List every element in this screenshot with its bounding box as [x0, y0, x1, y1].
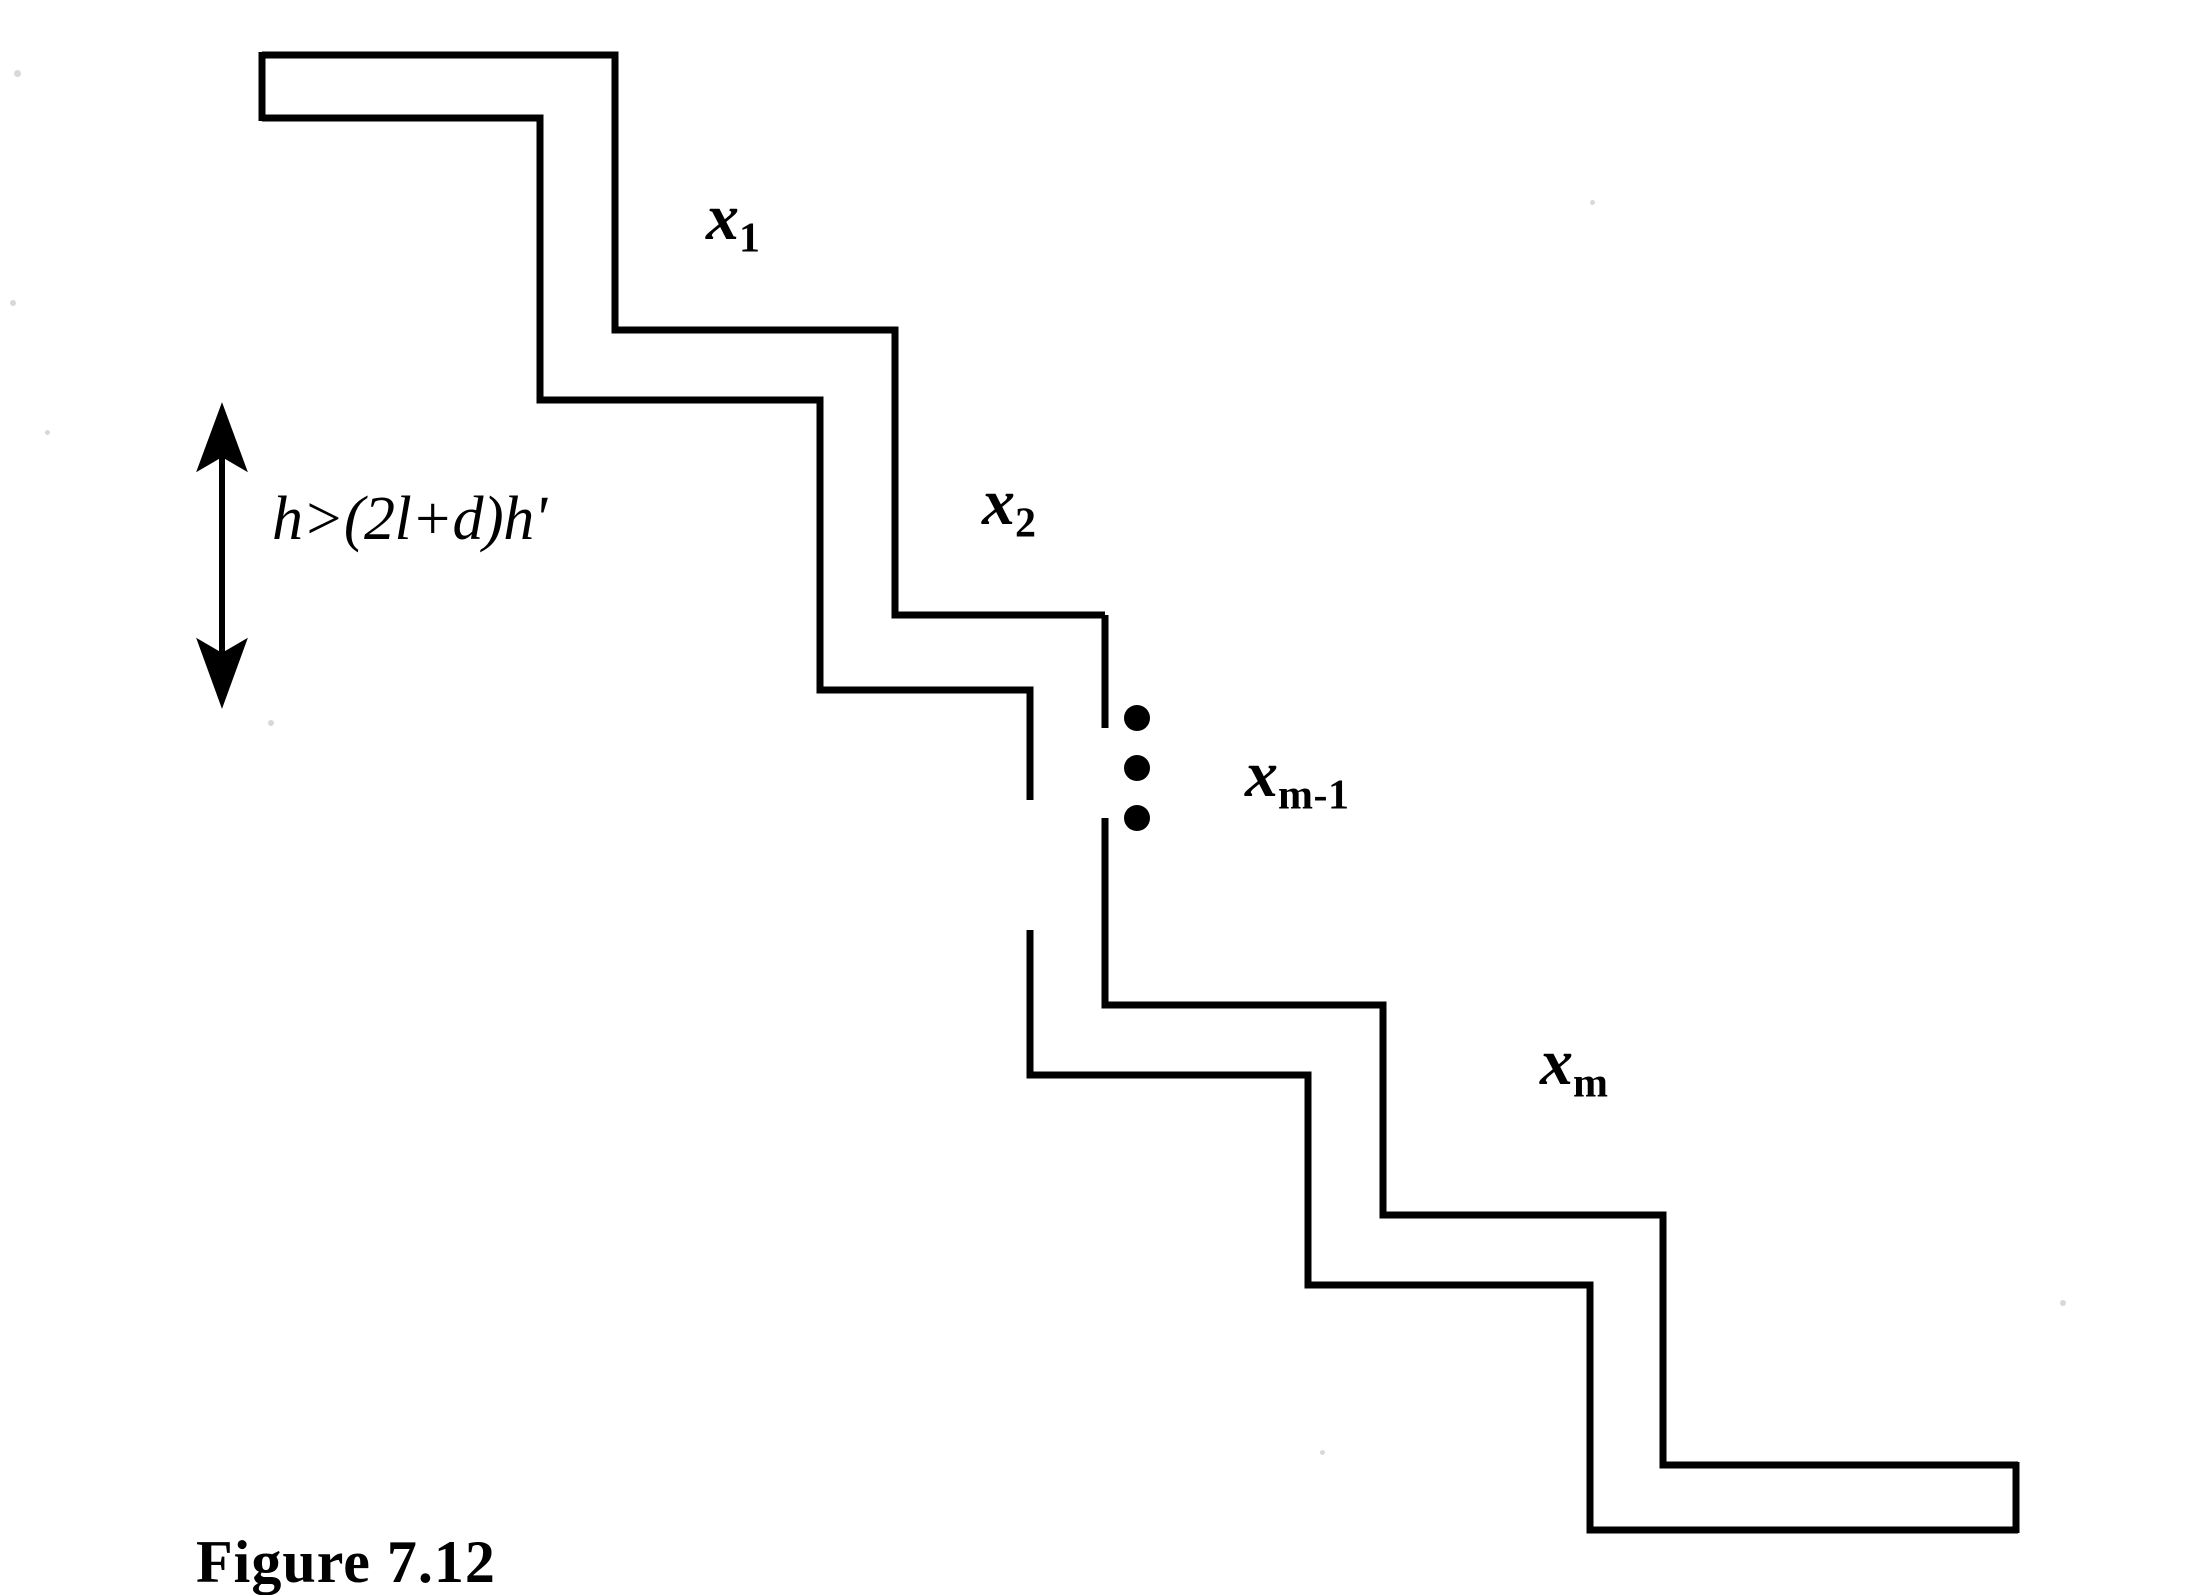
scan-speck [268, 720, 274, 726]
step-label-x-m-minus-1-variable: x [1245, 738, 1278, 811]
staircase-inner-boundary-lower [1026, 930, 2018, 1534]
ellipsis-dot-3 [1124, 805, 1150, 831]
scan-speck [2060, 1300, 2066, 1306]
ellipsis-dot-2 [1124, 755, 1150, 781]
figure-container: h>(2l+d)h' x1 x2 xm-1 xm Figure 7.12 [10, 51, 2066, 1592]
staircase-inner-boundary-upper [262, 114, 1034, 800]
staircase-outer-boundary-lower [1101, 818, 2018, 1469]
height-dimension-arrow [196, 402, 248, 709]
step-label-x1-subscript: 1 [739, 215, 761, 262]
scan-speck [1320, 1450, 1325, 1455]
height-arrow-head-down [196, 637, 248, 709]
step-label-x-m-variable: x [1540, 1026, 1573, 1099]
step-label-x-m: xm [1540, 1030, 1609, 1105]
step-label-x1-variable: x [706, 181, 739, 254]
scan-speck [10, 300, 16, 306]
staircase-diagram [196, 51, 2020, 1534]
scan-speck [45, 430, 50, 435]
step-label-x1: x1 [706, 185, 761, 260]
height-arrow-head-up [196, 402, 248, 473]
figure-caption: Figure 7.12 [196, 1529, 496, 1595]
ellipsis-dot-1 [1124, 705, 1150, 731]
staircase-outer-boundary [262, 51, 1105, 619]
step-label-x2-subscript: 2 [1015, 500, 1037, 547]
step-label-x-m-minus-1: xm-1 [1245, 742, 1349, 817]
scan-speck [14, 70, 21, 77]
height-inequality-label: h>(2l+d)h' [272, 485, 547, 553]
ellipsis-dots [1124, 705, 1150, 831]
step-label-x-m-minus-1-subscript: m-1 [1278, 772, 1350, 819]
step-label-x2-variable: x [982, 466, 1015, 539]
scan-speck [1590, 200, 1595, 205]
step-label-x-m-subscript: m [1573, 1060, 1609, 1107]
step-label-x2: x2 [982, 470, 1037, 545]
